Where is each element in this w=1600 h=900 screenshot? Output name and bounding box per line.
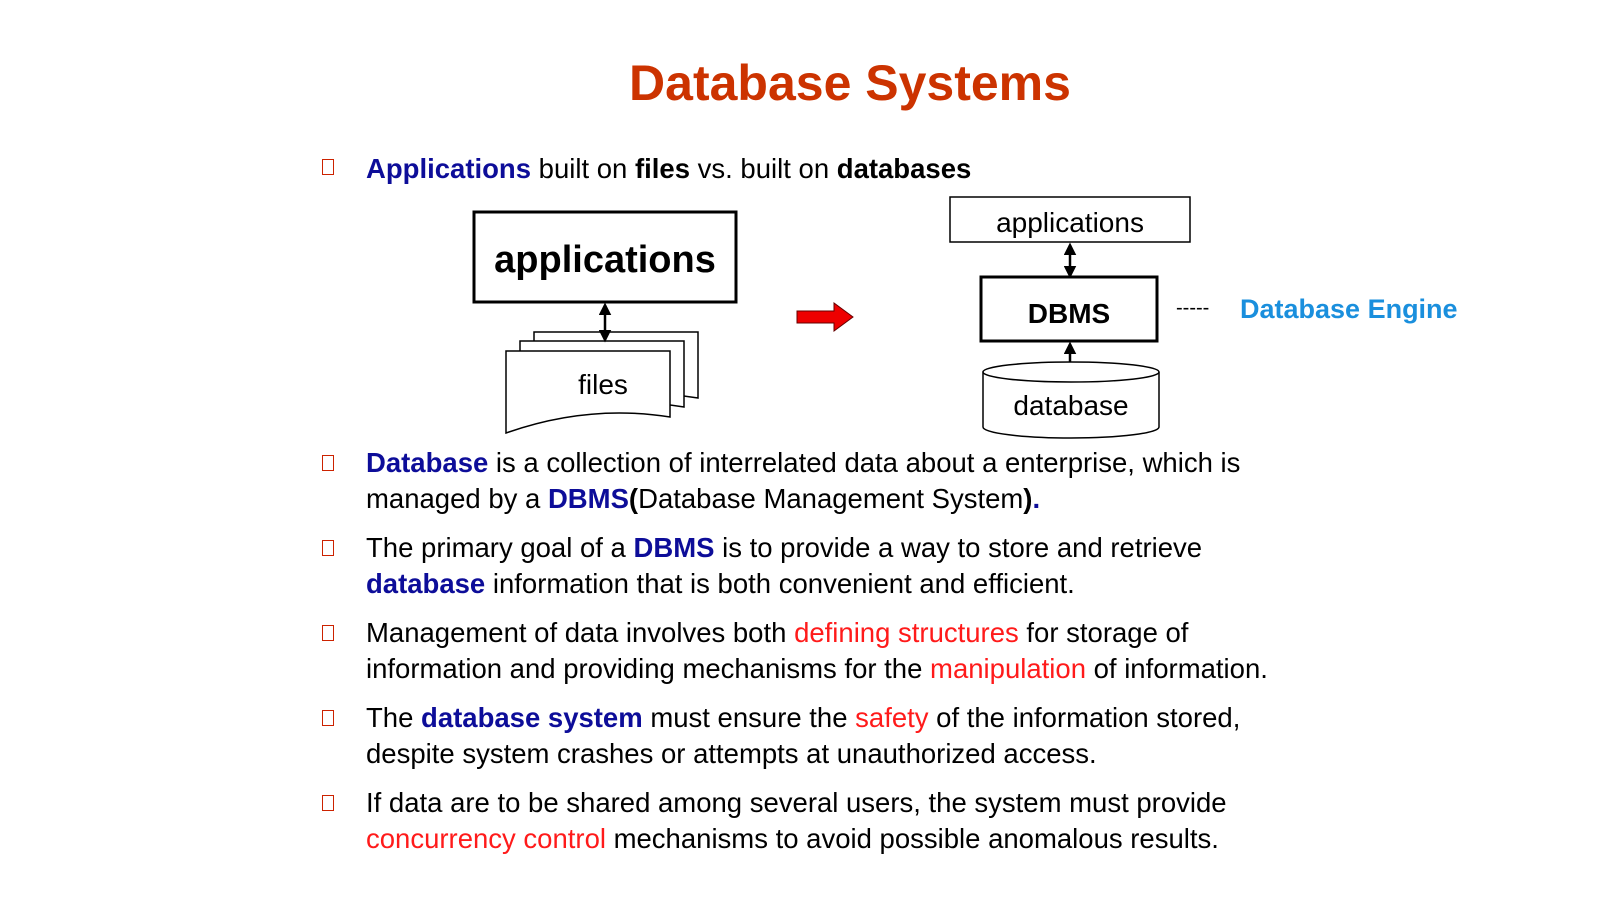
files-label: files [578, 369, 628, 400]
bullet-5-database-system: database system [421, 702, 643, 733]
bullet-1-built-on-text: built on [531, 153, 635, 184]
bullet-3-line-1: The primary goal of a DBMS is to provide… [366, 530, 1202, 566]
bullet-2-open-paren: ( [628, 483, 639, 514]
bullet-2-line-2: managed by a DBMS(Database Management Sy… [366, 481, 1040, 517]
bullet-6-text-a: If data are to be shared among several u… [366, 787, 1227, 818]
database-label: database [1013, 390, 1128, 421]
right-applications-box [949, 196, 1191, 243]
bullet-5-text-c: of the information stored, [928, 702, 1241, 733]
database-cylinder-icon [982, 361, 1160, 439]
bullet-6-text-b: mechanisms to avoid possible anomalous r… [605, 823, 1219, 854]
bullet-5-line-1: The database system must ensure the safe… [366, 700, 1240, 736]
right-applications-label: applications [996, 207, 1144, 238]
bullet-4-text-a: Management of data involves both [366, 617, 795, 648]
red-transition-arrow [796, 302, 854, 332]
files-stack-icon [505, 331, 699, 435]
bullet-1-databases: databases [836, 153, 972, 184]
page-title: Database Systems [629, 55, 1071, 111]
bullet-4-line-1: Management of data involves both definin… [366, 615, 1188, 651]
bullet-marker-4 [322, 625, 334, 641]
database-engine-label: Database Engine [1240, 294, 1458, 324]
bullet-1-text: Applications built on files vs. built on… [366, 151, 971, 187]
engine-dashes: ----- [1176, 297, 1209, 319]
bullet-marker-2 [322, 455, 334, 471]
bullet-4-text-c: information and providing mechanisms for… [366, 653, 931, 684]
bullet-5-text-b: must ensure the [642, 702, 856, 733]
bullet-3-text-a: The primary goal of a [366, 532, 634, 563]
bullet-2-managed-text: managed by a [366, 483, 548, 514]
bullet-2-text: is a collection of interrelated data abo… [488, 447, 1241, 478]
bullet-1-vs-text: vs. built on [690, 153, 837, 184]
bullet-1-files: files [634, 153, 691, 184]
bullet-5-line-2: despite system crashes or attempts at un… [366, 736, 1097, 772]
bullet-1-applications: Applications [366, 153, 532, 184]
left-applications-label: applications [494, 239, 716, 281]
bullet-6-line-2: concurrency control mechanisms to avoid … [366, 821, 1219, 857]
left-applications-box [472, 210, 738, 304]
bullet-6-line-1: If data are to be shared among several u… [366, 785, 1227, 821]
bullet-3-dbms-term: DBMS [633, 532, 715, 563]
bullet-marker-6 [322, 795, 334, 811]
bullet-2-period: . [1032, 483, 1041, 514]
bullet-marker-5 [322, 710, 334, 726]
bullet-marker-1 [322, 159, 334, 175]
bullet-3-text-b: is to provide a way to store and retriev… [714, 532, 1203, 563]
bullet-4-manipulation: manipulation [930, 653, 1086, 684]
bullet-4-text-b: for storage of [1018, 617, 1189, 648]
bullet-6-concurrency-control: concurrency control [366, 823, 606, 854]
bullet-5-safety: safety [855, 702, 929, 733]
dbms-label: DBMS [1028, 298, 1110, 329]
bullet-3-line-2: database information that is both conven… [366, 566, 1075, 602]
bullet-marker-3 [322, 540, 334, 556]
bullet-2-dbms-term: DBMS [547, 483, 629, 514]
bullet-5-text-a: The [366, 702, 422, 733]
bullet-4-line-2: information and providing mechanisms for… [366, 651, 1268, 687]
bullet-2-line-1: Database is a collection of interrelated… [366, 445, 1240, 481]
bullet-4-text-d: of information. [1085, 653, 1268, 684]
bullet-3-text-c: information that is both convenient and … [485, 568, 1075, 599]
bullet-3-database-term: database [366, 568, 486, 599]
bullet-5-text-d: despite system crashes or attempts at un… [366, 738, 1097, 769]
bullet-2-dbms-expansion: Database Management System [638, 483, 1024, 514]
dbms-box [979, 275, 1159, 343]
bullet-4-defining-structures: defining structures [794, 617, 1019, 648]
bullet-2-close-paren: ) [1023, 483, 1033, 514]
bullet-2-database-term: Database [366, 447, 489, 478]
